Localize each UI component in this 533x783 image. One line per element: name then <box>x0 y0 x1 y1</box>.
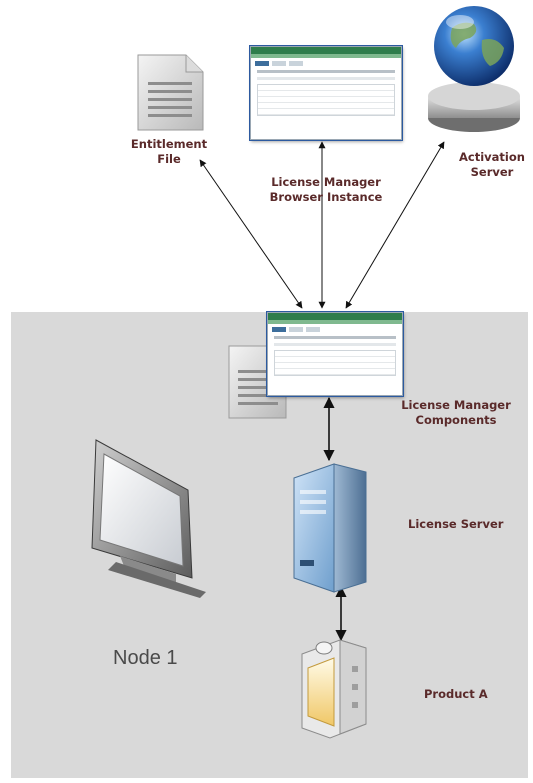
activation-server-label: Activation Server <box>459 150 525 179</box>
tower-server-icon <box>293 463 367 593</box>
entitlement-file-label: Entitlement File <box>130 137 208 166</box>
product-box-icon <box>301 639 367 739</box>
lm-components-label: License Manager Components <box>401 398 511 427</box>
monitor-icon <box>91 439 206 598</box>
license-server-label: License Server <box>408 517 504 531</box>
globe-server-icon <box>428 6 520 132</box>
browser-window-icon <box>250 46 402 140</box>
browser-instance-label: License Manager Browser Instance <box>269 175 383 204</box>
browser-window-icon <box>267 312 403 396</box>
product-label: Product A <box>424 687 488 701</box>
arrow-activation-to-components <box>345 141 445 309</box>
arrow-entitlement-to-components <box>199 159 303 309</box>
document-icon <box>137 54 204 131</box>
node-label: Node 1 <box>113 647 178 669</box>
